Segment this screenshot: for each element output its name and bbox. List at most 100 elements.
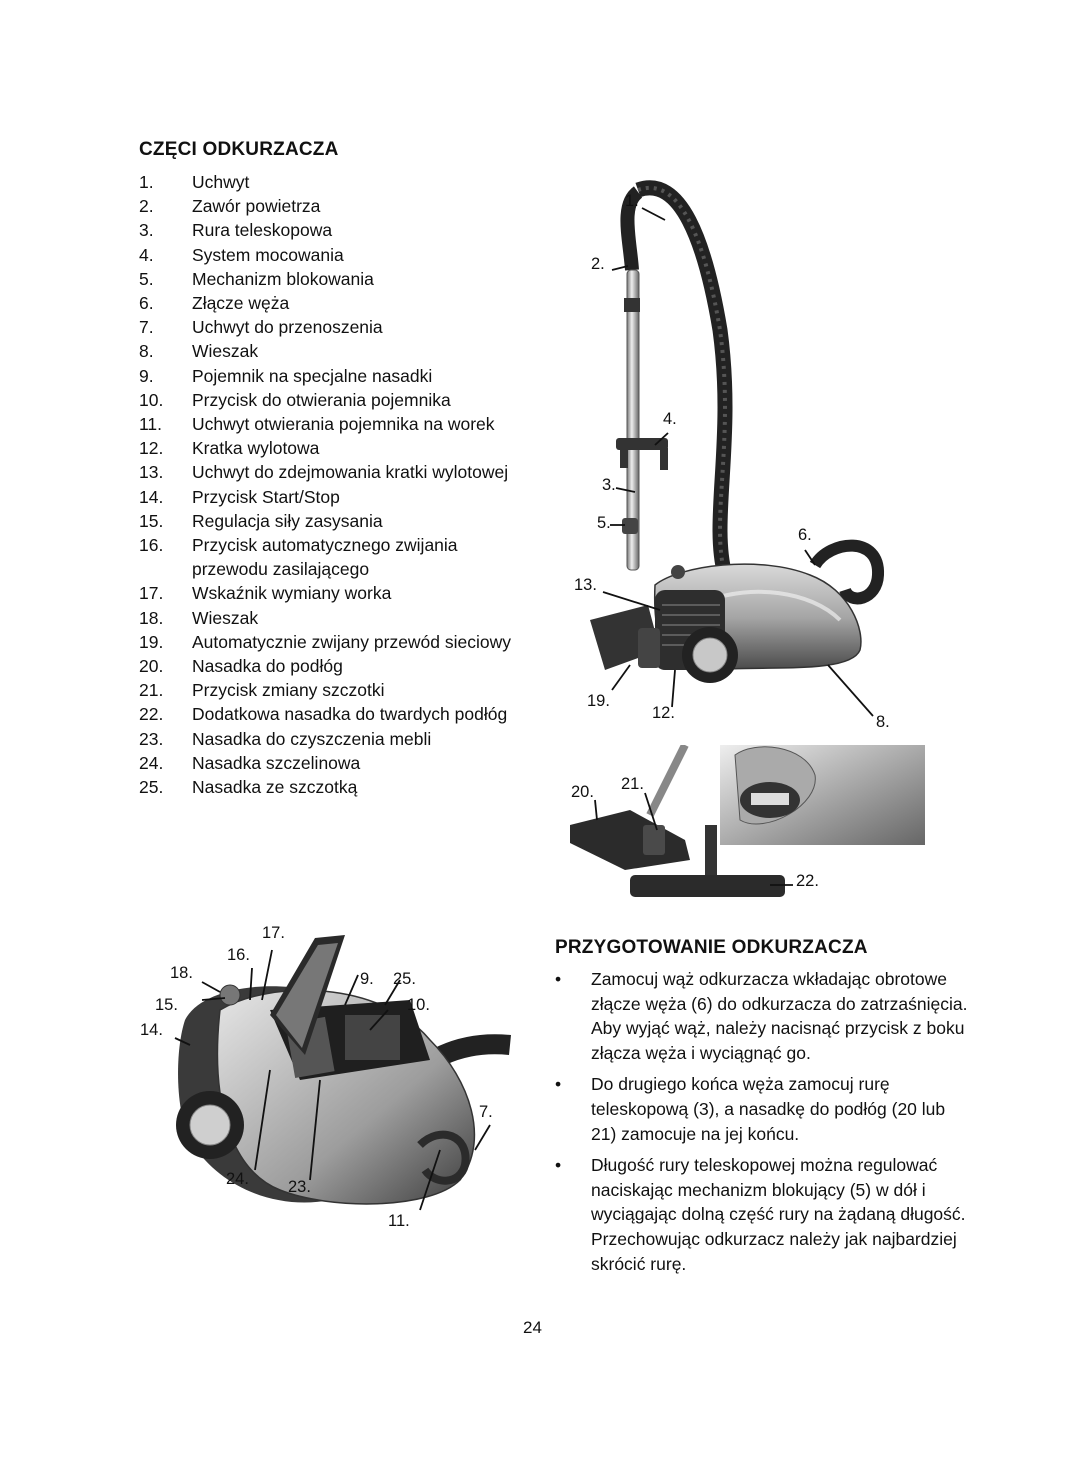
callout-23: 23. bbox=[288, 1178, 311, 1196]
parts-list-item: 11. Uchwyt otwierania pojemnika na worek bbox=[139, 412, 519, 436]
callout-18: 18. bbox=[170, 964, 193, 982]
parts-item-number: 9. bbox=[139, 365, 154, 386]
parts-item-text: System mocowania bbox=[192, 244, 344, 265]
parts-item-text: Przycisk zmiany szczotki bbox=[192, 680, 385, 701]
vacuum-open-illustration bbox=[174, 935, 511, 1211]
parts-item-number: 2. bbox=[139, 196, 154, 217]
parts-item-text: Uchwyt otwierania pojemnika na worek bbox=[192, 414, 495, 435]
parts-list-item: 17. Wskaźnik wymiany worka bbox=[139, 581, 519, 605]
parts-item-number: 13. bbox=[139, 462, 164, 483]
parts-item-number: 14. bbox=[139, 486, 164, 507]
callout-19: 19. bbox=[587, 692, 610, 710]
parts-item-text: Uchwyt bbox=[192, 172, 250, 192]
callout-16: 16. bbox=[227, 946, 250, 964]
prep-section-title: PRZYGOTOWANIE ODKURZACZA bbox=[555, 937, 868, 958]
parts-list-item: 7. Uchwyt do przenoszenia bbox=[139, 315, 519, 339]
parts-list-item: 24.Nasadka szczelinowa bbox=[139, 751, 519, 775]
prep-bullet-text: Do drugiego końca węża zamocuj rurę tele… bbox=[591, 1074, 946, 1144]
callout-7: 7. bbox=[479, 1103, 493, 1121]
parts-list-item: 3. Rura teleskopowa bbox=[139, 218, 519, 242]
parts-item-text: Dodatkowa nasadka do twardych podłóg bbox=[192, 704, 508, 725]
callout-3: 3. bbox=[602, 476, 616, 494]
parts-item-number: 4. bbox=[139, 244, 154, 265]
callout-22: 22. bbox=[796, 872, 819, 890]
parts-list-item: 15. Regulacja siły zasysania bbox=[139, 509, 519, 533]
parts-item-number: 16. bbox=[139, 535, 164, 556]
callout-15: 15. bbox=[155, 996, 178, 1014]
parts-item-text: Nasadka do podłóg bbox=[192, 656, 343, 677]
parts-item-number: 5. bbox=[139, 268, 154, 289]
parts-item-number: 7. bbox=[139, 317, 154, 338]
parts-item-number: 17. bbox=[139, 583, 164, 604]
parts-item-number: 11. bbox=[139, 414, 163, 435]
parts-item-number: 15. bbox=[139, 510, 164, 531]
vacuum-main-figure: 1. 2. 4. 3. 5. 6. 13. 19. 12. 8. bbox=[560, 180, 920, 740]
parts-item-number: 3. bbox=[139, 220, 154, 241]
vacuum-main-illustration bbox=[590, 180, 884, 717]
nozzles-figure: 20. 21. 22. bbox=[565, 743, 925, 910]
parts-item-text: Przycisk automatycznego zwijania przewod… bbox=[192, 535, 458, 580]
parts-item-text: Wskaźnik wymiany worka bbox=[192, 583, 392, 604]
bullet-symbol: • bbox=[555, 969, 562, 989]
callout-10: 10. bbox=[407, 996, 430, 1014]
parts-item-text: Nasadka do czyszczenia mebli bbox=[192, 728, 432, 749]
vacuum-open-figure: 17. 16. 18. 9. 25. 15. 10. 14. 7. 24. 23… bbox=[130, 920, 520, 1240]
callout-8: 8. bbox=[876, 713, 890, 731]
parts-item-text: Złącze węża bbox=[192, 293, 290, 314]
parts-item-text: Rura teleskopowa bbox=[192, 220, 333, 241]
callout-20: 20. bbox=[571, 783, 594, 801]
callout-6: 6. bbox=[798, 526, 812, 544]
parts-list-item: 16. Przycisk automatycznego zwijania prze… bbox=[139, 533, 519, 581]
parts-list-item: 22. Dodatkowa nasadka do twardych podłóg bbox=[139, 702, 519, 726]
parts-list-item: 25.Nasadka ze szczotką bbox=[139, 775, 519, 799]
callout-24: 24. bbox=[226, 1170, 249, 1188]
parts-item-number: 18. bbox=[139, 607, 164, 628]
prep-bullet-text: Długość rury teleskopowej można regulowa… bbox=[591, 1155, 966, 1274]
parts-item-number: 10. bbox=[139, 389, 164, 410]
callout-9: 9. bbox=[360, 970, 374, 988]
callout-11: 11. bbox=[388, 1212, 410, 1230]
prep-bullet-list: • Zamocuj wąż odkurzacza wkładając obroto… bbox=[555, 967, 975, 1283]
parts-item-number: 22. bbox=[139, 704, 164, 725]
parts-item-text: Przycisk Start/Stop bbox=[192, 486, 340, 507]
parts-list-item: 23. Nasadka do czyszczenia mebli bbox=[139, 727, 519, 751]
parts-item-text: Wieszak bbox=[192, 341, 259, 362]
bullet-symbol: • bbox=[555, 1155, 562, 1176]
parts-list-item: 18. Wieszak bbox=[139, 606, 519, 630]
parts-item-number: 1. bbox=[139, 172, 154, 192]
prep-bullet-item: • Długość rury teleskopowej można regulow… bbox=[555, 1153, 975, 1276]
parts-item-text: Mechanizm blokowania bbox=[192, 268, 374, 289]
parts-list-item: 20. Nasadka do podłóg bbox=[139, 654, 519, 678]
callout-13: 13. bbox=[574, 576, 597, 594]
nozzles-illustration bbox=[570, 743, 925, 897]
parts-item-number: 12. bbox=[139, 438, 164, 459]
parts-item-text: Zawór powietrza bbox=[192, 196, 321, 217]
parts-item-text: Regulacja siły zasysania bbox=[192, 510, 383, 531]
parts-item-number: 23. bbox=[139, 728, 164, 749]
parts-item-text: Przycisk do otwierania pojemnika bbox=[192, 389, 451, 410]
parts-item-text: Automatycznie zwijany przewód sieciowy bbox=[192, 631, 512, 652]
bullet-symbol: • bbox=[555, 1074, 562, 1095]
prep-bullet-text: Zamocuj wąż odkurzacza wkładając obrotow… bbox=[591, 969, 968, 1063]
parts-item-text: Wieszak bbox=[192, 607, 259, 628]
parts-item-text: Uchwyt do przenoszenia bbox=[192, 317, 383, 338]
parts-list-item: 21. Przycisk zmiany szczotki bbox=[139, 678, 519, 702]
prep-bullet-item: • Zamocuj wąż odkurzacza wkładając obroto… bbox=[555, 967, 975, 1065]
parts-list-item: 19.Automatycznie zwijany przewód sieciow… bbox=[139, 630, 519, 654]
parts-item-number: 21. bbox=[139, 680, 164, 701]
callout-4: 4. bbox=[663, 410, 677, 428]
callout-2: 2. bbox=[591, 255, 605, 273]
callout-5: 5. bbox=[597, 514, 611, 532]
parts-list-item: 9.Pojemnik na specjalne nasadki bbox=[139, 364, 519, 388]
page-number: 24 bbox=[523, 1318, 542, 1337]
callout-17: 17. bbox=[262, 924, 285, 942]
callout-21: 21. bbox=[621, 775, 644, 793]
parts-item-number: 20. bbox=[139, 656, 164, 677]
parts-item-text: Nasadka ze szczotką bbox=[192, 777, 358, 798]
callout-25: 25. bbox=[393, 970, 416, 988]
parts-list-item: 1. Uchwyt bbox=[139, 170, 519, 194]
callout-14: 14. bbox=[140, 1021, 163, 1039]
parts-list-item: 2. Zawór powietrza bbox=[139, 194, 519, 218]
parts-item-text: Nasadka szczelinowa bbox=[192, 752, 361, 773]
parts-section-title: CZĘCI ODKURZACZA bbox=[139, 139, 339, 160]
